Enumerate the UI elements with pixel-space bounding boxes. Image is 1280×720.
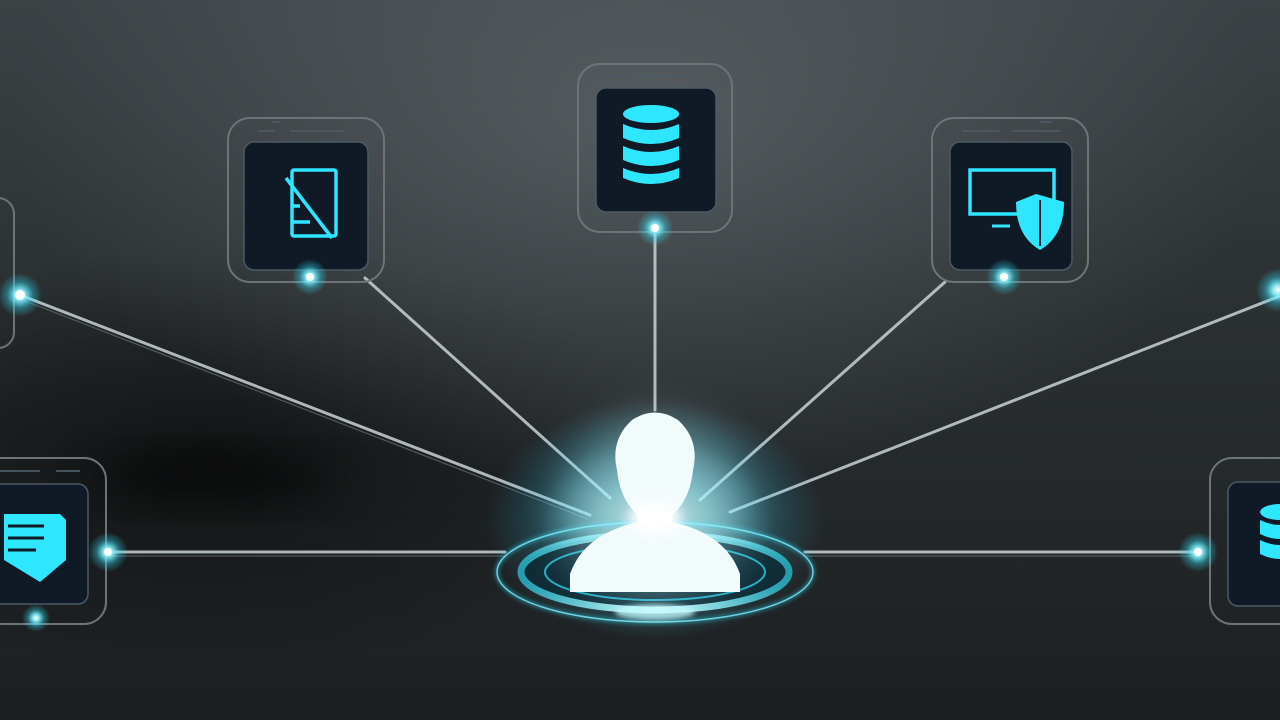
document-crossed-icon <box>284 168 338 240</box>
node-far-left <box>0 197 42 349</box>
document-tag-icon <box>4 514 66 582</box>
node-far-right <box>1256 268 1280 312</box>
node-database <box>577 63 733 246</box>
connection-lines <box>18 228 1280 554</box>
node-document <box>227 117 385 295</box>
node-bottom-left <box>0 457 128 632</box>
shadow-streak <box>95 456 335 500</box>
connection-line <box>728 294 1280 514</box>
node-bottom-right <box>1178 457 1280 625</box>
database-icon <box>1260 504 1280 559</box>
monitor-shield-icon <box>968 168 1064 250</box>
node-monitor <box>931 117 1089 295</box>
connection-line <box>18 293 592 517</box>
user-icon <box>565 412 745 600</box>
database-icon <box>623 105 679 184</box>
hub-node <box>485 400 825 640</box>
